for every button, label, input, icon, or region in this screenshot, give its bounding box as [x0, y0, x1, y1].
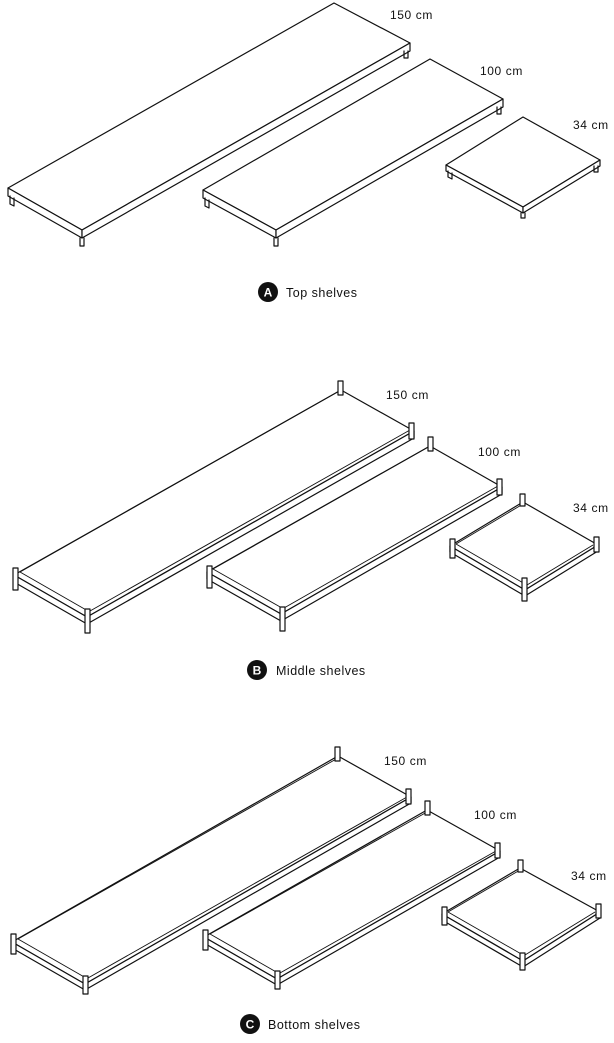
badge-a — [258, 282, 278, 302]
size-label-top-150: 150 cm — [390, 8, 433, 22]
badge-b-letter: B — [253, 664, 262, 678]
shelf-top-100cm — [202, 58, 504, 247]
section-top-shelves: 150 cm 100 cm 34 cm A Top shelves — [7, 2, 609, 302]
shelf-middle-34cm — [449, 493, 600, 602]
shelf-top-150cm — [7, 2, 411, 247]
size-label-middle-100: 100 cm — [478, 445, 521, 459]
shelf-top-34cm — [445, 116, 601, 219]
shelf-bottom-34cm — [441, 859, 602, 971]
caption-top: A Top shelves — [258, 282, 358, 302]
size-label-middle-34: 34 cm — [573, 501, 609, 515]
shelf-middle-150cm — [12, 380, 415, 634]
badge-c — [240, 1014, 260, 1034]
size-label-middle-150: 150 cm — [386, 388, 429, 402]
section-middle-shelves: 150 cm 100 cm 34 cm B Middle shelves — [12, 380, 609, 680]
caption-middle-label: Middle shelves — [276, 664, 366, 678]
shelf-bottom-150cm — [10, 746, 412, 995]
size-label-top-34: 34 cm — [573, 118, 609, 132]
caption-middle: B Middle shelves — [247, 660, 366, 680]
caption-top-label: Top shelves — [286, 286, 358, 300]
badge-b — [247, 660, 267, 680]
section-bottom-shelves: 150 cm 100 cm 34 cm C Bottom shelves — [10, 746, 607, 1034]
size-label-bottom-34: 34 cm — [571, 869, 607, 883]
caption-bottom: C Bottom shelves — [240, 1014, 360, 1034]
badge-a-letter: A — [264, 286, 273, 300]
shelf-middle-100cm — [206, 436, 503, 632]
caption-bottom-label: Bottom shelves — [268, 1018, 360, 1032]
shelf-bottom-100cm — [202, 800, 501, 990]
size-label-bottom-100: 100 cm — [474, 808, 517, 822]
badge-c-letter: C — [246, 1018, 255, 1032]
size-label-top-100: 100 cm — [480, 64, 523, 78]
size-label-bottom-150: 150 cm — [384, 754, 427, 768]
